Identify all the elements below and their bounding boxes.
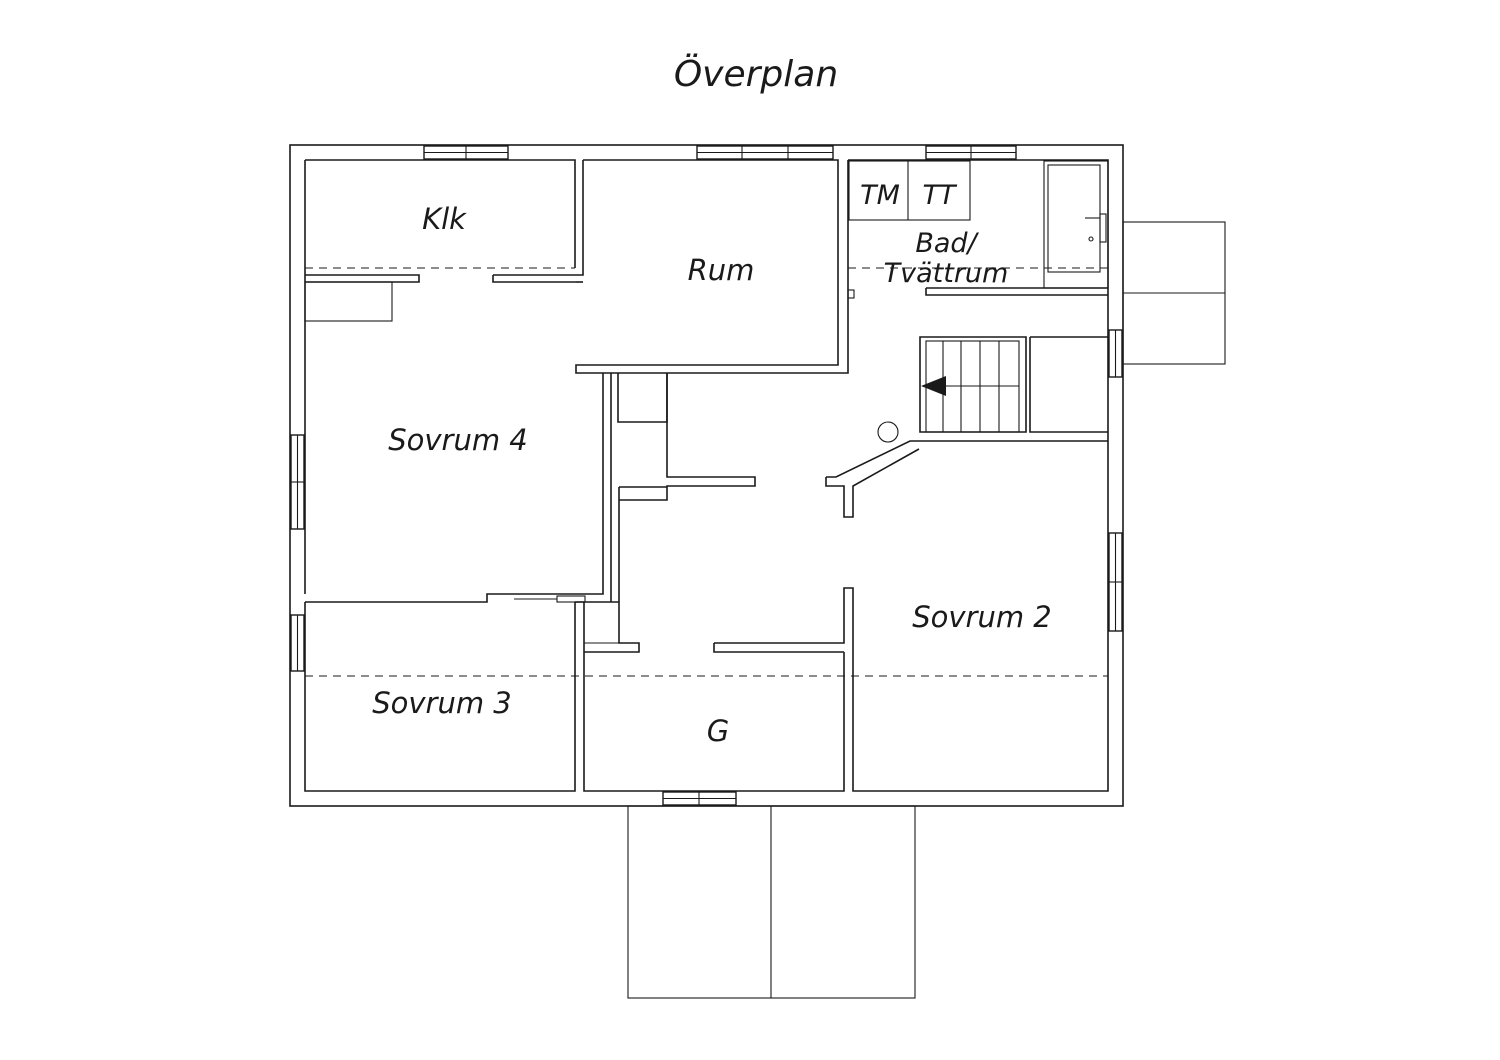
lower-rooms xyxy=(304,595,1108,792)
balcony-east xyxy=(1122,221,1226,365)
stair-arrow-icon xyxy=(921,376,946,396)
room-label-tm: TM xyxy=(860,180,900,211)
bathroom xyxy=(847,159,1109,441)
hall-walls xyxy=(305,373,1109,792)
klk-walls xyxy=(304,159,849,374)
room-label-sovrum2: Sovrum 2 xyxy=(912,600,1052,634)
staircase xyxy=(919,336,1108,433)
room-label-tvattrum: Tvättrum xyxy=(884,258,1009,289)
room-label-sovrum3: Sovrum 3 xyxy=(372,686,512,720)
chimney-icon xyxy=(877,421,899,443)
balcony-south xyxy=(627,805,916,999)
windows xyxy=(290,145,1123,806)
room-label-bad: Bad/ xyxy=(915,228,979,259)
room-label-sovrum4: Sovrum 4 xyxy=(388,423,528,457)
plan-title: Överplan xyxy=(674,53,838,95)
room-label-rum: Rum xyxy=(688,253,755,287)
room-label-g: G xyxy=(707,714,729,748)
room-label-klk: Klk xyxy=(422,202,467,236)
room-label-tt: TT xyxy=(923,180,958,211)
